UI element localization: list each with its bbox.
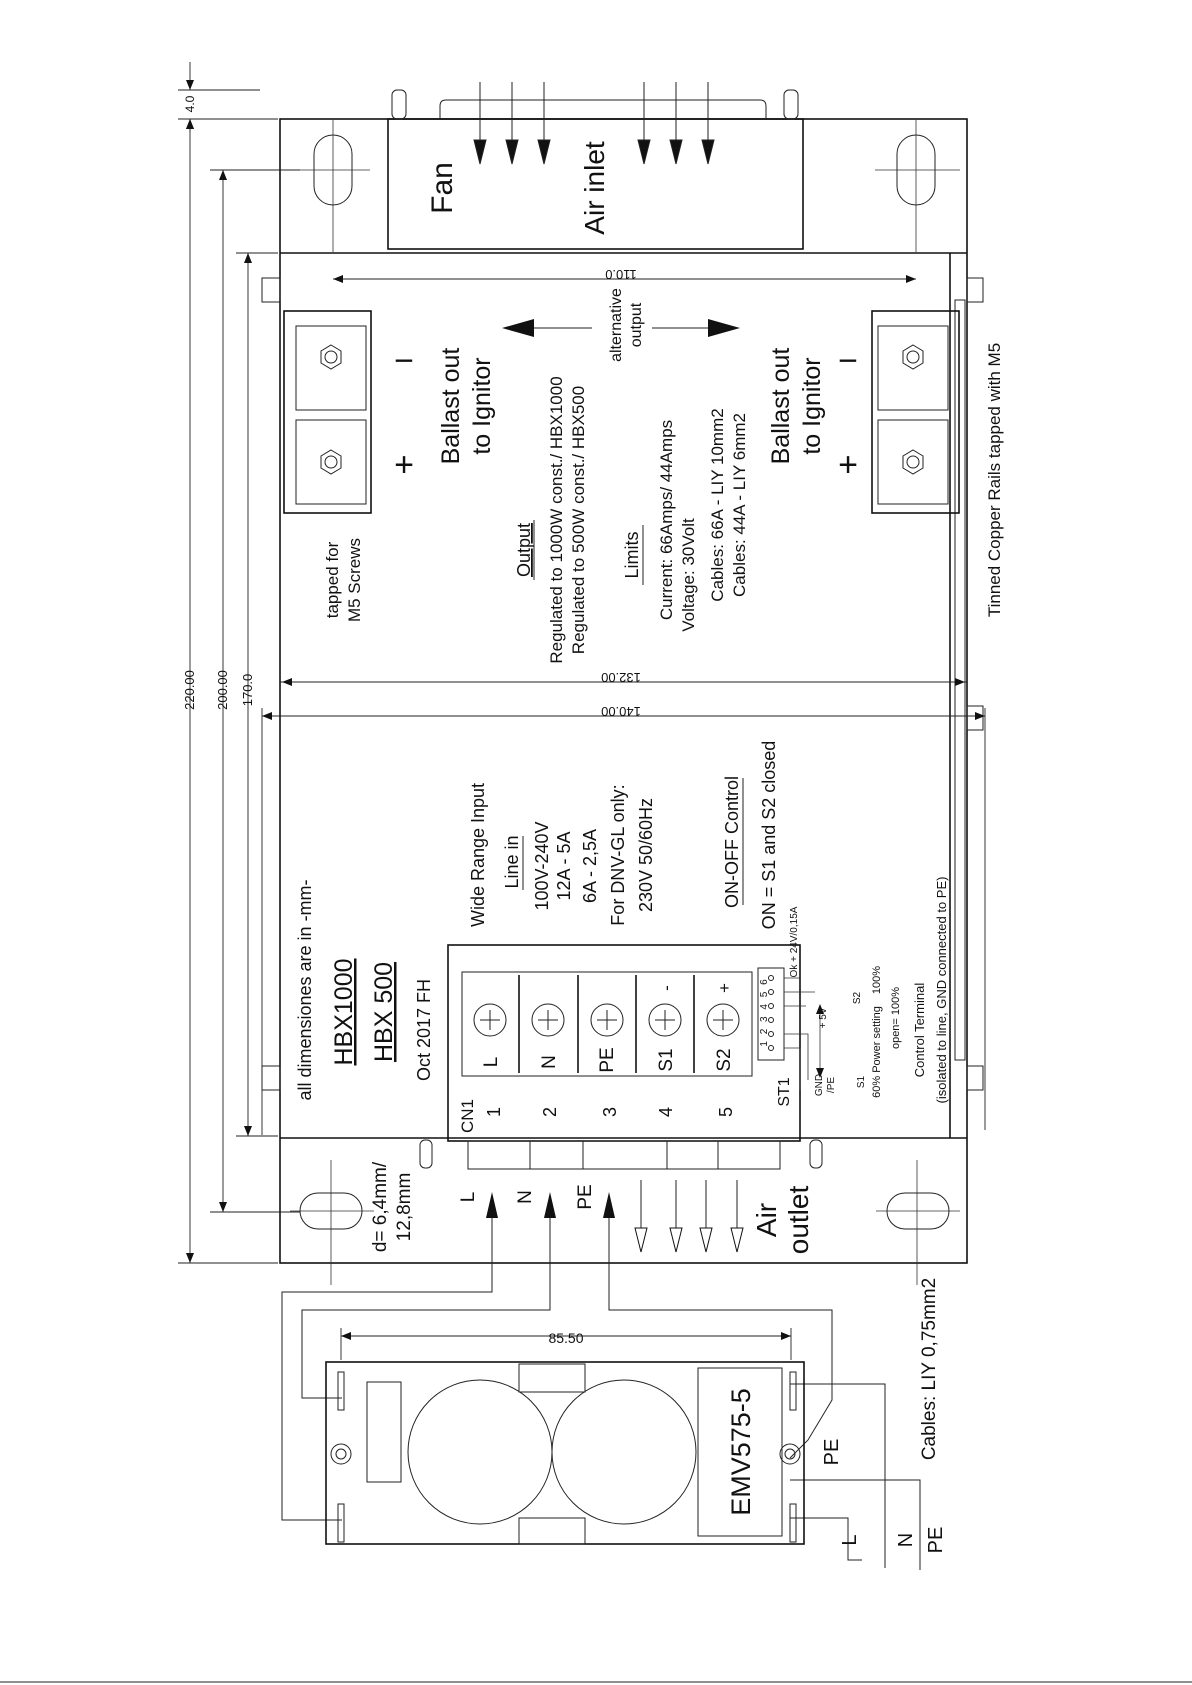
- alternative-output-arrows: [502, 319, 740, 337]
- line-in-voltage: 100V-240V: [532, 821, 552, 910]
- control-terminal-label: Control Terminal: [912, 983, 927, 1078]
- alternative-label: alternative: [608, 288, 625, 362]
- wire-label-N: N: [515, 1190, 536, 1204]
- limit-cables-66: Cables: 66A - LIY 10mm2: [708, 408, 727, 601]
- plus-bottom: +: [838, 446, 858, 484]
- cn1-pin-5: 5: [716, 1107, 736, 1117]
- cn1-pin-4: 4: [656, 1107, 676, 1117]
- cn1-pin-3: 3: [600, 1107, 620, 1117]
- dimension-arrowheads: [186, 80, 985, 1340]
- minus-top: −: [394, 342, 414, 380]
- cn1-label-PE: PE: [597, 1047, 618, 1072]
- dim-140: 140.00: [601, 704, 641, 719]
- ballast-bottom-line1: Ballast out: [767, 348, 795, 465]
- s1-switch-label: S1: [856, 1075, 867, 1088]
- hole-diameter-line1: d= 6,4mm/: [370, 1161, 391, 1252]
- output-terminal-bottom: [871, 310, 960, 514]
- fan-label: Fan: [426, 162, 459, 214]
- ballast-bottom-line2: to Ignitor: [798, 357, 826, 454]
- open-100-label: open= 100%: [890, 987, 902, 1049]
- pct100-label: 100%: [871, 966, 883, 994]
- filter-out-N: N: [895, 1533, 917, 1547]
- cn1-label-S1: S1: [656, 1048, 677, 1071]
- drawing-date: Oct 2017 FH: [414, 979, 434, 1081]
- onoff-text: ON = S1 and S2 closed: [759, 741, 779, 930]
- regulated-line1: Regulated to 1000W const./ HBX1000: [547, 376, 566, 663]
- dimension-lines: [178, 62, 986, 1360]
- fan-air-arrows: [473, 82, 715, 165]
- dim-220: 220.00: [182, 670, 197, 710]
- cn1-label-L: L: [481, 1057, 502, 1068]
- dimensions-note: all dimensiones are in -mm-: [295, 879, 315, 1100]
- control-terminal-note: (isolated to line, GND connected to PE): [934, 877, 949, 1104]
- mounting-slots: [290, 120, 960, 1285]
- cn1-label-N: N: [539, 1055, 560, 1069]
- dnv-gl-note: For DNV-GL only:: [608, 784, 628, 925]
- regulated-line2: Regulated to 500W const./ HBX500: [569, 386, 588, 654]
- st1-label: ST1: [776, 1077, 793, 1106]
- wiring: [281, 1192, 921, 1570]
- st1-pin-numbers: 1 2 3 4 5 6: [759, 977, 770, 1046]
- emi-filter: [325, 1361, 805, 1545]
- gnd-label: GND: [814, 1074, 825, 1096]
- filter-model: EMV575-5: [726, 1388, 756, 1516]
- output-terminal-top: [283, 310, 372, 514]
- ok-signal-label: Ok + 24V/0,15A: [789, 906, 800, 977]
- air-outlet-arrows: [634, 1180, 744, 1253]
- limit-voltage: Voltage: 30Volt: [679, 518, 698, 632]
- plus-top: +: [394, 446, 414, 484]
- minus-bottom: −: [838, 342, 858, 380]
- limits-title: Limits: [622, 531, 642, 578]
- tapped-line1: tapped for: [323, 541, 342, 618]
- hole-diameter-line2: 12,8mm: [394, 1173, 415, 1242]
- output-word-label: output: [628, 302, 645, 347]
- line-in-title: Line in: [502, 835, 522, 888]
- onoff-title: ON-OFF Control: [722, 776, 742, 908]
- power-setting-label: 60% Power setting: [871, 1006, 883, 1098]
- filter-pe-label: PE: [821, 1439, 843, 1466]
- dim-4: 4.0: [183, 95, 197, 112]
- air-inlet-label: Air inlet: [579, 141, 610, 235]
- connector-st1: [757, 967, 824, 1090]
- cn1-pin-1: 1: [484, 1107, 504, 1117]
- copper-rails-note: Tinned Copper Rails tapped with M5: [985, 343, 1004, 617]
- dim-200: 200.00: [215, 670, 230, 710]
- air-outlet-line2: outlet: [783, 1186, 814, 1255]
- ballast-top-line1: Ballast out: [437, 348, 465, 465]
- model-hbx1000: HBX1000: [330, 958, 358, 1065]
- air-outlet-line1: Air: [751, 1203, 782, 1237]
- terminal-block-cn1: [419, 944, 823, 1170]
- cn1-label-S2: S2: [714, 1048, 735, 1071]
- fan-assembly: [387, 89, 804, 250]
- output-title: Output: [514, 523, 534, 577]
- dim-170: 170.0: [240, 674, 255, 707]
- filter-out-L: L: [839, 1534, 861, 1545]
- ballast-top-line2: to Ignitor: [468, 357, 496, 454]
- line-in-current-1: 12A - 5A: [554, 831, 574, 900]
- plus5v-label: + 5V: [818, 1007, 829, 1028]
- limit-current: Current: 66Amps/ 44Amps: [657, 420, 676, 620]
- model-hbx500: HBX 500: [370, 962, 398, 1062]
- tapped-line2: M5 Screws: [345, 538, 364, 622]
- wire-label-PE: PE: [575, 1184, 596, 1209]
- s2-plus: +: [715, 983, 734, 993]
- s2-switch-label: S2: [852, 991, 863, 1004]
- wire-label-L: L: [458, 1192, 479, 1203]
- dim-110: 110.0: [605, 267, 637, 282]
- filter-cables-note: Cables: LIY 0,75mm2: [919, 1278, 940, 1460]
- pe-sub-label: /PE: [826, 1077, 837, 1093]
- cn1-pin-2: 2: [540, 1107, 560, 1117]
- s1-minus: -: [657, 985, 676, 991]
- limit-cables-44: Cables: 44A - LIY 6mm2: [730, 413, 749, 597]
- dim-132: 132.00: [601, 670, 641, 685]
- dnv-gl-voltage: 230V 50/60Hz: [636, 798, 656, 912]
- cn1-label: CN1: [458, 1099, 477, 1133]
- filter-out-PE: PE: [925, 1527, 947, 1554]
- dim-85: 85.50: [548, 1330, 583, 1346]
- line-in-current-2: 6A - 2,5A: [580, 829, 600, 903]
- wide-range-input: Wide Range Input: [468, 783, 488, 927]
